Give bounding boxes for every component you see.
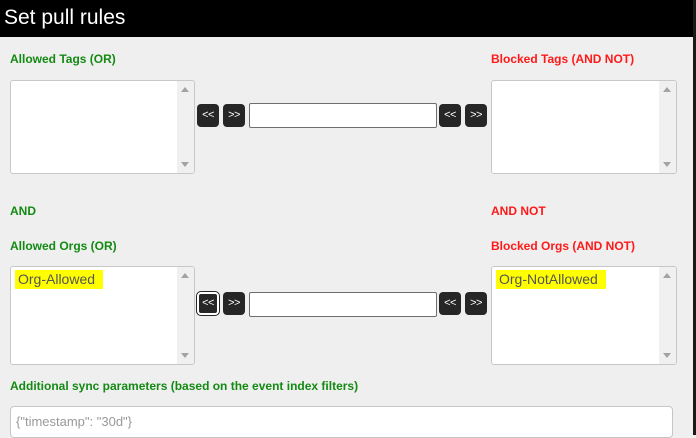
scroll-up-icon[interactable]	[663, 273, 671, 278]
allowed-tags-label: Allowed Tags (OR)	[10, 52, 116, 66]
allowed-tags-list[interactable]	[10, 80, 195, 174]
scroll-down-icon[interactable]	[663, 353, 671, 358]
orgs-blocked-move-right-button[interactable]: >>	[465, 292, 487, 315]
orgs-move-left-button[interactable]: <<	[196, 291, 220, 316]
tags-move-left-button[interactable]: <<	[197, 104, 219, 127]
orgs-input[interactable]	[249, 292, 437, 317]
tags-input[interactable]	[249, 103, 437, 128]
blocked-tags-list[interactable]	[491, 80, 677, 174]
and-connector: AND	[10, 204, 36, 218]
scroll-up-icon[interactable]	[663, 87, 671, 92]
allowed-orgs-scrollbar[interactable]	[177, 267, 194, 364]
blocked-tags-scrollbar[interactable]	[659, 81, 676, 173]
allowed-tags-scrollbar[interactable]	[177, 81, 194, 173]
blocked-tags-label: Blocked Tags (AND NOT)	[491, 52, 635, 66]
scroll-down-icon[interactable]	[663, 162, 671, 167]
page-title: Set pull rules	[0, 0, 693, 37]
window-border	[693, 0, 696, 435]
tags-move-right-button[interactable]: >>	[223, 104, 245, 127]
tags-blocked-move-right-button[interactable]: >>	[465, 104, 487, 127]
sync-params-input[interactable]: {"timestamp": "30d"}	[10, 406, 673, 438]
blocked-orgs-scrollbar[interactable]	[659, 267, 676, 364]
list-item[interactable]: Org-Allowed	[15, 270, 104, 289]
scroll-down-icon[interactable]	[181, 162, 189, 167]
blocked-orgs-list[interactable]: Org-NotAllowed	[491, 266, 677, 365]
allowed-orgs-label: Allowed Orgs (OR)	[10, 239, 117, 253]
scroll-down-icon[interactable]	[181, 353, 189, 358]
allowed-orgs-list[interactable]: Org-Allowed	[10, 266, 195, 365]
orgs-move-right-button[interactable]: >>	[223, 292, 245, 315]
list-item[interactable]: Org-NotAllowed	[496, 270, 606, 289]
scroll-up-icon[interactable]	[181, 87, 189, 92]
orgs-blocked-move-left-button[interactable]: <<	[439, 292, 461, 315]
scroll-up-icon[interactable]	[181, 273, 189, 278]
and-not-connector: AND NOT	[491, 204, 546, 218]
sync-params-label: Additional sync parameters (based on the…	[10, 379, 359, 393]
tags-blocked-move-left-button[interactable]: <<	[439, 104, 461, 127]
blocked-orgs-label: Blocked Orgs (AND NOT)	[491, 239, 636, 253]
